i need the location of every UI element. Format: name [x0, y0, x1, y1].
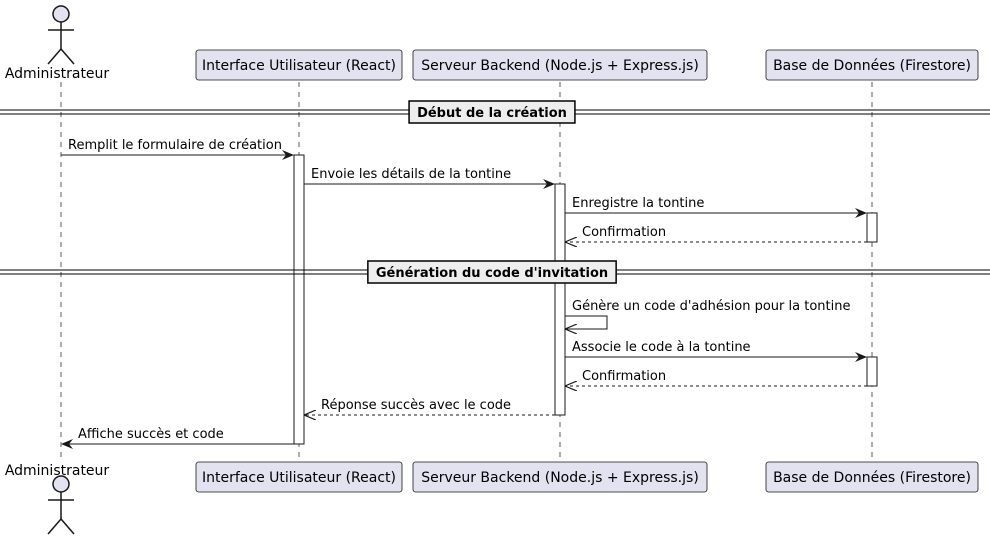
message-label: Réponse succès avec le code	[321, 398, 511, 413]
actor-leg-right	[60, 48, 75, 65]
participant-label: Base de Données (Firestore)	[773, 470, 971, 486]
participant-label: Interface Utilisateur (React)	[202, 58, 396, 74]
actor-leg-left	[47, 48, 62, 65]
actor-leg-left	[47, 518, 62, 535]
participant-label: Administrateur	[5, 463, 110, 479]
participant-box	[765, 49, 979, 81]
separator-label: Début de la création	[417, 106, 567, 121]
activation-bar-server	[554, 183, 566, 416]
message-arrow: Confirmation	[566, 369, 867, 386]
separator-box	[367, 260, 617, 284]
message-label: Confirmation	[582, 225, 666, 240]
message-arrow: Confirmation	[566, 225, 867, 242]
participant-label: Interface Utilisateur (React)	[202, 470, 396, 486]
separator: Début de la création	[0, 100, 990, 124]
message-label: Génère un code d'adhésion pour la tontin…	[572, 299, 850, 314]
participant-label: Serveur Backend (Node.js + Express.js)	[421, 470, 699, 486]
participant-bottom-admin: Administrateur	[5, 463, 110, 535]
participant-label: Administrateur	[5, 66, 110, 82]
message-arrow: Réponse succès avec le code	[305, 398, 555, 415]
participant-box	[195, 49, 403, 81]
participant-box	[195, 461, 403, 493]
message-arrow: Envoie les détails de la tontine	[304, 167, 555, 189]
participant-label: Base de Données (Firestore)	[773, 58, 971, 74]
message-arrow: Enregistre la tontine	[565, 196, 867, 218]
participant-top-admin: Administrateur	[5, 5, 110, 82]
actor-head	[52, 5, 70, 23]
participant-top-ui: Interface Utilisateur (React)	[195, 49, 403, 81]
actor-icon	[47, 475, 75, 535]
message-label: Affiche succès et code	[78, 427, 224, 442]
actor-leg-right	[60, 518, 75, 535]
message-arrow: Associe le code à la tontine	[565, 340, 867, 362]
message-arrow: Affiche succès et code	[61, 427, 294, 449]
message-arrow: Remplit le formulaire de création	[61, 138, 294, 160]
separator: Génération du code d'invitation	[0, 260, 990, 284]
message-arrow: Génère un code d'adhésion pour la tontin…	[565, 299, 850, 329]
participant-top-server: Serveur Backend (Node.js + Express.js)	[412, 49, 708, 81]
participant-top-db: Base de Données (Firestore)	[765, 49, 979, 81]
message-label: Enregistre la tontine	[572, 196, 704, 211]
participant-box	[412, 461, 708, 493]
self-message-line	[565, 315, 608, 329]
separator-label: Génération du code d'invitation	[376, 266, 608, 281]
participant-bottom-server: Serveur Backend (Node.js + Express.js)	[412, 461, 708, 493]
participant-box	[765, 461, 979, 493]
message-label: Remplit le formulaire de création	[68, 138, 282, 153]
activation-bar-db	[866, 356, 878, 387]
separator-box	[408, 100, 576, 124]
message-label: Associe le code à la tontine	[572, 340, 751, 355]
message-label: Confirmation	[582, 369, 666, 384]
participant-label: Serveur Backend (Node.js + Express.js)	[421, 58, 699, 74]
participant-bottom-db: Base de Données (Firestore)	[765, 461, 979, 493]
activation-bar-db	[866, 212, 878, 243]
participant-box	[412, 49, 708, 81]
message-label: Envoie les détails de la tontine	[311, 167, 511, 182]
participant-bottom-ui: Interface Utilisateur (React)	[195, 461, 403, 493]
activation-bar-ui	[293, 154, 305, 445]
actor-icon	[47, 5, 75, 65]
